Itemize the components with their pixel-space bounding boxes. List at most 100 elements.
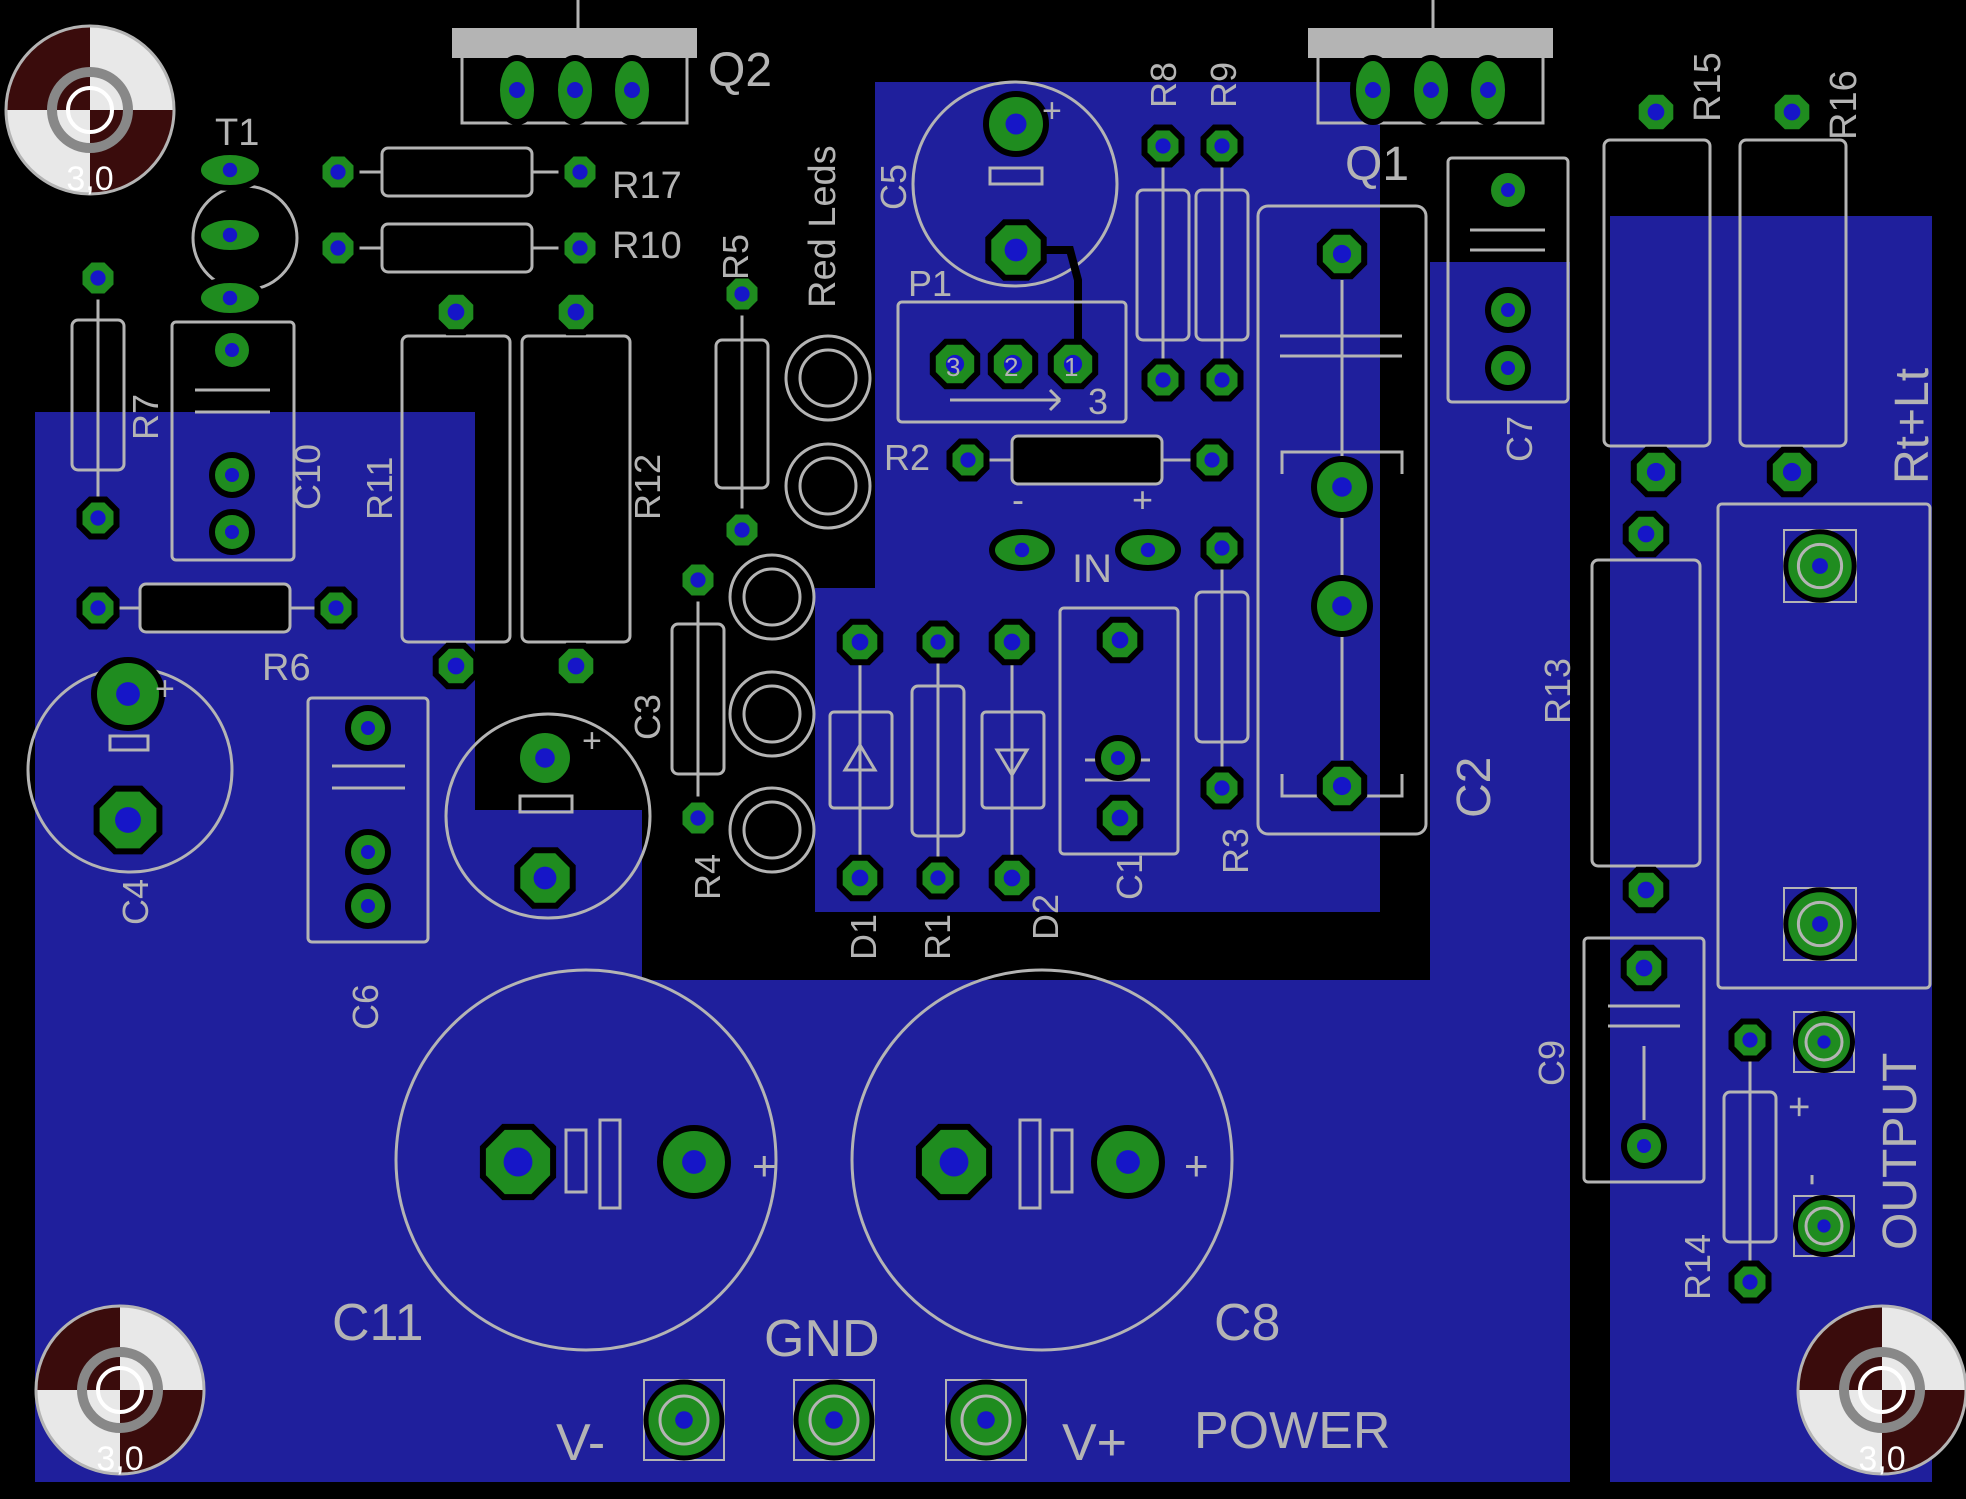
r9-label: R9 [1203,62,1244,108]
r6-body [138,582,292,634]
c6-label: C6 [345,984,386,1030]
r17-body [380,146,534,198]
pad-hole [225,343,239,357]
pad-hole [1214,138,1230,154]
terminal-inner [1796,900,1844,948]
terminal-hole [977,1411,995,1429]
output-block [1716,502,1932,990]
led-outline [728,553,816,641]
q1-label: Q1 [1345,138,1409,191]
mounting-hole [4,24,176,196]
pad-hole [1155,138,1171,154]
r11-body [400,334,512,644]
c3-plus: + [582,722,602,760]
pad-hole [1635,959,1653,977]
d1-label: D1 [843,914,884,960]
c4-plus: + [155,670,175,708]
c3-outline [444,712,652,920]
pad-hole [624,82,640,98]
terminal-hole [1812,916,1828,932]
terminal-inner [658,1394,710,1446]
r1-label: R1 [917,914,958,960]
pad-hole [1003,633,1021,651]
c6-outline [306,696,430,944]
pad-hole [1742,1274,1758,1290]
output-minus: - [1789,1173,1831,1186]
pad-hole [682,1150,706,1174]
mounting-hole-quadrant [36,1390,120,1474]
r8-label: R8 [1143,62,1184,108]
c3-label: C3 [627,694,668,740]
terminal-hole [825,1411,843,1429]
q2-label: Q2 [708,44,772,97]
pad-hole [851,633,869,651]
pad-hole [1332,477,1352,497]
mounting-hole-quadrant [6,110,90,194]
pad-hole [1111,631,1129,649]
pad-hole [328,600,344,616]
pad-hole [1214,780,1230,796]
pad-hole [225,468,239,482]
mounting-hole-inner [77,1347,163,1433]
p1-arrow [1048,398,1062,412]
p1-pin3: 3 [946,352,960,382]
c4-label: C4 [115,879,156,925]
pad-hole [90,510,106,526]
r5-body [714,338,770,490]
c8-plus: + [1184,1142,1209,1189]
pad-hole [1783,103,1801,121]
mounting-hole-quadrant [1882,1306,1966,1390]
pad-hole [1501,361,1515,375]
pad-hole [1155,372,1171,388]
r6-label: R6 [262,647,311,689]
c1-label: C1 [1109,854,1150,900]
in-minus: - [1012,479,1024,520]
pad-hole [960,452,976,468]
pad-hole [1332,596,1352,616]
pad-hole [1003,354,1023,374]
c4-mark [108,734,150,752]
r4-body [670,622,726,776]
pad-hole [567,82,583,98]
terminal-inner [960,1394,1012,1446]
led-outline [728,786,816,874]
pad-hole [533,866,557,890]
c7-label: C7 [1499,416,1540,462]
p1-pin1: 1 [1064,352,1078,382]
in-label: IN [1072,547,1112,591]
terminal-hole [1812,558,1828,574]
rt-lt-label: Rt+Lt [1886,368,1939,484]
terminal-inner [1804,1206,1844,1246]
pad-hole [222,162,238,178]
r13-label: R13 [1537,658,1578,724]
r1-body [910,684,966,838]
mounting-hole-inner [47,67,133,153]
silkscreen-layer [26,0,1932,1352]
pad-hole [851,869,869,887]
r5-label: R5 [715,234,756,280]
p1-arrow [1048,388,1062,402]
r3-body [1194,590,1250,744]
c11-label: C11 [332,1294,424,1352]
pads-layer [4,24,1966,1476]
pad-hole [1140,542,1156,558]
copper-pour-input [815,82,1380,912]
pad-hole [945,354,965,374]
pad-hole [1116,1150,1140,1174]
mounting-hole-inner [1839,1347,1925,1433]
r10-body [380,222,534,274]
r3-label: R3 [1215,828,1256,874]
led-outline [784,334,872,422]
terminal-hole [1817,1219,1831,1233]
c9-label: C9 [1531,1040,1572,1086]
r15-body [1602,138,1712,448]
pad-hole [447,303,465,321]
r4-label: R4 [687,854,728,900]
pad-hole [572,240,588,256]
r8-body [1135,188,1191,342]
mounting-hole [34,1304,206,1476]
mounting-hole-quadrant [120,1306,204,1390]
r14-body [1722,1090,1778,1244]
pad-hole [1004,238,1028,262]
led-inner [798,456,858,516]
